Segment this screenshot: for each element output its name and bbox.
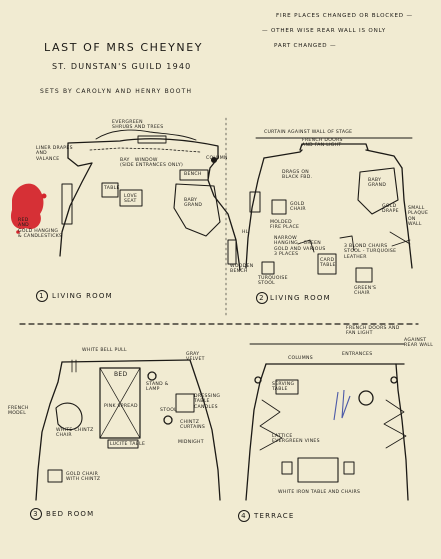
- label-bench: BENCH: [184, 172, 202, 177]
- red-stamp-blot: [10, 183, 47, 234]
- label-molded: MOLDED FIRE PLACE: [270, 220, 300, 231]
- label-hl: HL: [242, 230, 249, 235]
- label-baby-grand: BABY GRAND: [184, 198, 203, 209]
- plan-1-number: 1: [36, 290, 48, 302]
- label-french-doors-2: FRENCH DOORS AND FAN LIGHT: [302, 138, 343, 149]
- plan-4-caption: TERRACE: [254, 512, 295, 520]
- label-pink-spread: PINK SPREAD: [104, 404, 138, 409]
- label-midnight: MIDNIGHT: [178, 440, 204, 445]
- label-narrow: NARROW HANGING - GREEN GOLD AND VARIOUS …: [274, 236, 326, 258]
- page-subtitle: ST. DUNSTAN'S GUILD 1940: [52, 62, 192, 71]
- label-curtain: CURTAIN AGAINST WALL OF STAGE: [264, 130, 353, 135]
- label-dressing-table: DRESSING TABLE CANDLES: [194, 394, 221, 410]
- label-love-seat: LOVE SEAT: [124, 194, 138, 205]
- label-wooden-bench: WOODEN BENCH: [230, 264, 254, 275]
- plan-4-number: 4: [238, 510, 250, 522]
- plan-2-caption: LIVING ROOM: [270, 294, 331, 302]
- label-column: COLUMN: [206, 156, 228, 161]
- note-line-3: PART CHANGED —: [274, 43, 337, 49]
- page-title: LAST OF MRS CHEYNEY: [44, 41, 204, 54]
- label-drags: DRAGS ON BLACK FBD.: [282, 170, 313, 181]
- label-stool: STOOL: [160, 408, 178, 413]
- plan-1-drawing: [59, 129, 241, 271]
- label-bed: BED: [114, 371, 128, 378]
- label-white-chintz: WHITE CHINTZ CHAIR: [56, 428, 94, 439]
- blue-pen-mark: [333, 389, 351, 421]
- plan-3-number: 3: [30, 508, 42, 520]
- plan-3-caption: BED ROOM: [46, 510, 95, 518]
- label-stand-lamp: STAND & LAMP: [146, 382, 169, 393]
- note-line-1: FIRE PLACES CHANGED OR BLOCKED —: [276, 13, 413, 19]
- label-greens-chair: GREEN'S CHAIR: [354, 286, 377, 297]
- plan-1-caption: LIVING ROOM: [52, 292, 113, 300]
- label-entrances: ENTRANCES: [342, 352, 373, 357]
- label-chintz-curtains: CHINTZ CURTAINS: [180, 420, 206, 431]
- label-evergreen: EVERGREEN SHRUBS AND TREES: [112, 120, 164, 131]
- label-white-iron: WHITE IRON TABLE AND CHAIRS: [278, 490, 361, 495]
- label-gray-velvet: GRAY VELVET: [186, 352, 205, 363]
- label-lattice: LATTICE EVERGREEN VINES: [272, 434, 320, 445]
- label-liner: LINER DRAPES AND VALANCE: [36, 146, 73, 162]
- label-small-plaque: SMALL PLAQUE ON WALL: [408, 206, 429, 228]
- label-table: TABLE: [104, 186, 120, 191]
- label-blond-chairs: 3 BLOND CHAIRS STOOL - TURQUOISE LEATHER: [344, 244, 397, 260]
- label-baby-grand-2: BABY GRAND: [368, 178, 387, 189]
- note-line-2: — OTHER WISE REAR WALL IS ONLY: [262, 28, 386, 34]
- set-credit: SETS BY CAROLYN AND HENRY BOOTH: [40, 88, 193, 95]
- label-turquoise-stool: TURQUOISE STOOL: [258, 276, 288, 287]
- label-gold-chair-2: GOLD CHAIR: [290, 202, 306, 213]
- label-gold-chair-3: GOLD CHAIR WITH CHINTZ: [66, 472, 101, 483]
- label-gold-drape: GOLD DRAPE: [382, 204, 399, 215]
- label-against-rear: AGAINST REAR WALL: [404, 338, 434, 349]
- label-columns: COLUMNS: [288, 356, 313, 361]
- plan-4-drawing: [245, 343, 409, 501]
- label-bell-pull: WHITE BELL PULL: [82, 348, 127, 353]
- label-lucite: LUCITE TABLE: [110, 442, 146, 447]
- label-card-table: CARD TABLE: [320, 258, 336, 269]
- label-serving-table: SERVING TABLE: [272, 382, 295, 393]
- plan-2-drawing: [245, 137, 413, 283]
- label-red-gold: RED AND GOLD HANGING & CANDLESTICKS: [18, 218, 63, 240]
- plan-3-drawing: [35, 359, 221, 501]
- label-french-doors-4: FRENCH DOORS AND FAN LIGHT: [346, 326, 400, 337]
- label-french-model: FRENCH MODEL: [8, 406, 29, 417]
- label-bay: BAY WINDOW (SIDE ENTRANCES ONLY): [120, 158, 184, 169]
- plan-2-number: 2: [256, 292, 268, 304]
